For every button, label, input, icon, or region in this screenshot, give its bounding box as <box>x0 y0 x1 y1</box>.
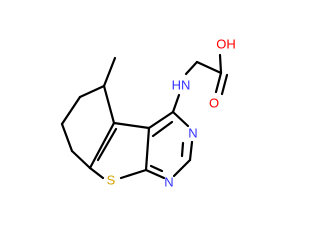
bond-c4b-c5 <box>102 84 116 125</box>
atom-label-o: O <box>209 96 219 111</box>
atom-label-n3: N <box>188 126 197 141</box>
atom-label-n1: N <box>164 175 173 190</box>
molecule-structure-diagram: HN OH O N N S <box>60 37 236 190</box>
bond-c4-n3 <box>171 110 190 128</box>
bond-c5-c6 <box>78 84 106 99</box>
bond-c-o-a <box>214 71 223 94</box>
atom-label-s: S <box>107 173 116 188</box>
bond-s-c9a <box>119 168 148 180</box>
bond-c-o-b <box>220 73 229 96</box>
bond-ch2-cooh <box>195 60 223 75</box>
bond-n1-c9a-inner <box>149 164 164 173</box>
bond-c4a-c9a <box>144 126 151 172</box>
bond-c8-c8a <box>70 149 92 170</box>
bond-nh-ch2 <box>184 60 199 76</box>
bond-c4a-c4-inner <box>151 120 174 138</box>
bond-c7-c8 <box>60 122 74 153</box>
bond-c4-nh <box>171 93 181 114</box>
bond-c6-c7 <box>60 95 82 126</box>
atom-label-oh: OH <box>216 37 236 52</box>
bond-n3-c2 <box>188 140 194 162</box>
bond-c8a-s <box>88 166 105 180</box>
bond-layer <box>60 53 229 180</box>
bond-n1-c9a <box>144 168 166 180</box>
bond-c8a-c4b <box>88 121 116 170</box>
bond-c8a-c4b-inner <box>96 127 118 162</box>
bond-c4b-c4a <box>112 121 151 130</box>
bond-c-oh <box>218 53 223 75</box>
atom-label-hn: HN <box>172 78 191 93</box>
atom-label-layer: HN OH O N N S <box>107 37 236 190</box>
bond-c2-n1 <box>172 158 192 178</box>
bond-n3-c2-inner <box>180 141 185 158</box>
bond-c4a-c4 <box>147 110 175 130</box>
bond-methyl <box>102 56 117 88</box>
